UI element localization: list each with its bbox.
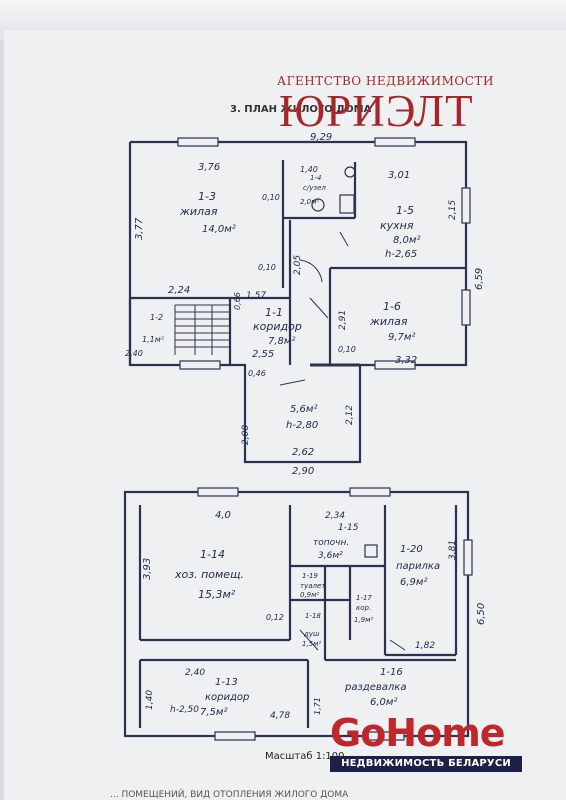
room-1-2-area: 1,1м² <box>142 335 165 344</box>
room-1-20-id: 1-20 <box>400 544 423 555</box>
room-1-6-name: жилая <box>369 315 408 328</box>
dim-240: 2,40 <box>125 349 143 358</box>
plan-heading: 3. ПЛАН ЖИЛОГО ДОМА <box>230 104 372 115</box>
dim-215: 2,15 <box>448 200 458 220</box>
agency-logo-watermark: ЮРИЭЛТ <box>279 86 474 136</box>
f2-dim-381: 3,81 <box>448 540 458 560</box>
room-1-3-area: 14,0м² <box>202 224 236 235</box>
room-1-15-id: 1-15 <box>338 523 359 533</box>
gohome-logo: GoHome НЕДВИЖИМОСТЬ БЕЛАРУСИ <box>330 712 522 772</box>
room-1-3-name: жилая <box>179 205 218 218</box>
room-1-15-name: топочн. <box>313 538 349 548</box>
room-1-19-id: 1-19 <box>302 572 318 580</box>
room-1-2-id: 1-2 <box>150 313 163 322</box>
room-porch-height: h-2,80 <box>286 420 318 431</box>
bottom-caption: ... ПОМЕЩЕНИЙ, ВИД ОТОПЛЕНИЯ ЖИЛОГО ДОМА <box>110 790 349 800</box>
dim-010c: 0,10 <box>338 345 356 354</box>
room-1-6-area: 9,7м² <box>388 332 415 343</box>
room-1-20-area: 6,9м² <box>400 577 427 588</box>
dim-top-total: 9,29 <box>310 132 332 143</box>
brand-home: Home <box>385 711 505 755</box>
f2-dim-40: 4,0 <box>215 510 231 521</box>
brand-go: Go <box>330 711 386 755</box>
floor-plan-sheet <box>4 30 566 800</box>
dim-ext-left: 2,08 <box>241 425 251 445</box>
dim-010b: 0,10 <box>258 263 276 272</box>
dim-291: 2,91 <box>338 310 348 330</box>
room-1-19-area: 0,9м² <box>300 591 319 599</box>
dim-ext-right: 2,12 <box>345 405 355 425</box>
room-1-1-id: 1-1 <box>265 306 283 319</box>
room-1-17-area: 1,9м² <box>354 616 373 624</box>
brand-tagline: НЕДВИЖИМОСТЬ БЕЛАРУСИ <box>330 756 522 772</box>
dim-066: 0,66 <box>233 292 242 310</box>
agency-subtitle: АГЕНТСТВО НЕДВИЖИМОСТИ <box>277 74 494 88</box>
dim-ext-inner: 2,62 <box>292 447 314 458</box>
room-1-4-name: с/узел <box>303 184 326 192</box>
dim-ext-bottom: 2,90 <box>292 466 314 477</box>
room-1-16-area: 6,0м² <box>370 697 397 708</box>
f2-dim-240: 2,40 <box>185 668 205 678</box>
room-1-14-area: 15,3м² <box>198 588 236 601</box>
dim-046: 0,46 <box>248 369 266 378</box>
dim-332: 3,32 <box>395 355 417 366</box>
room-1-4-area: 2,0м² <box>300 198 319 206</box>
room-1-19-name: туалет <box>300 582 326 590</box>
room-1-17-id: 1-17 <box>356 594 372 602</box>
room-1-5-id: 1-5 <box>396 204 414 217</box>
f2-dim-left-height: 3,93 <box>142 558 153 580</box>
room-1-13-height: h-2,50 <box>170 705 199 715</box>
room-1-4-id: 1-4 <box>310 174 321 182</box>
room-1-18-id: 1-18 <box>305 612 321 620</box>
room-1-14-id: 1-14 <box>200 548 225 561</box>
dim-376: 3,76 <box>198 162 220 173</box>
room-1-13-area: 7,5м² <box>200 707 227 718</box>
f2-dim-478: 4,78 <box>270 711 290 721</box>
room-1-3-id: 1-3 <box>198 190 216 203</box>
dim-255: 2,55 <box>252 349 274 360</box>
gohome-wordmark: GoHome <box>330 711 506 755</box>
f2-dim-right-height: 6,50 <box>476 603 487 625</box>
scale-label: Масштаб 1:100 <box>265 751 345 762</box>
dim-224: 2,24 <box>168 285 190 296</box>
room-porch-area: 5,6м² <box>290 404 317 415</box>
room-1-1-area: 7,8м² <box>268 336 295 347</box>
room-1-18-name: душ <box>303 630 320 638</box>
dim-205: 2,05 <box>293 255 303 275</box>
dim-301: 3,01 <box>388 170 410 181</box>
room-1-5-height: h-2,65 <box>385 249 417 260</box>
room-1-17-name: кор. <box>356 604 371 612</box>
f2-dim-182: 1,82 <box>415 641 435 651</box>
room-1-18-area: 1,5м² <box>302 640 321 648</box>
room-1-5-name: кухня <box>380 219 414 232</box>
dim-left-height: 3,77 <box>134 217 145 240</box>
dim-140: 1,40 <box>300 165 318 174</box>
room-1-16-id: 1-16 <box>380 667 403 678</box>
f2-dim-140: 1,40 <box>145 690 155 710</box>
room-1-14-name: хоз. помещ. <box>174 568 244 581</box>
room-1-20-name: парилка <box>396 561 440 572</box>
room-1-16-name: раздевалка <box>344 682 406 693</box>
room-1-5-area: 8,0м² <box>393 235 420 246</box>
room-1-13-name: коридор <box>205 692 249 703</box>
dim-157: 1,57 <box>246 291 266 301</box>
room-1-13-id: 1-13 <box>215 677 238 688</box>
dim-right-height: 6,59 <box>474 268 485 290</box>
room-1-15-area: 3,6м² <box>318 551 343 561</box>
floor2-outer-walls <box>123 490 470 738</box>
room-1-1-name: коридор <box>253 320 302 333</box>
f2-dim-171: 1,71 <box>313 697 322 715</box>
f2-dim-234: 2,34 <box>325 511 345 521</box>
room-1-6-id: 1-6 <box>383 300 401 313</box>
dim-010a: 0,10 <box>262 193 280 202</box>
f2-dim-012: 0,12 <box>266 613 284 622</box>
